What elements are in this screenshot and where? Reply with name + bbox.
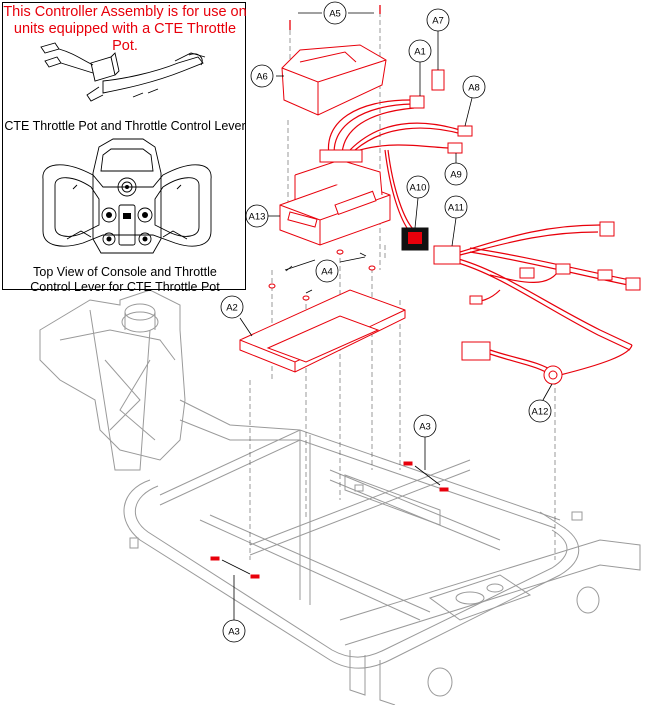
callout-a4-label: A4: [321, 267, 333, 278]
inset-note: This Controller Assembly is for use on u…: [3, 4, 247, 55]
callout-a3-lower-label: A3: [228, 627, 240, 638]
callout-a10-label: A10: [410, 183, 427, 194]
callout-a12: A12: [528, 399, 552, 423]
fasteners-a3: [210, 461, 449, 579]
callout-a3-upper: A3: [413, 414, 437, 438]
base-frame: [39, 289, 641, 706]
callout-a11: A11: [444, 195, 468, 219]
throttle-pot-illustration: [40, 42, 206, 102]
console-controls: [106, 185, 148, 242]
console-top-view-illustration: [42, 138, 212, 254]
cover-screws-a5: [289, 5, 381, 30]
caption-console-view: Top View of Console and Throttle Control…: [3, 265, 247, 295]
callout-a11-label: A11: [448, 203, 464, 214]
leader-lines: [221, 12, 553, 620]
callout-a12-label: A12: [532, 407, 549, 418]
callout-a13: A13: [245, 204, 269, 228]
callout-a9: A9: [444, 162, 468, 186]
callout-a8: A8: [462, 75, 486, 99]
wire-harnesses: [327, 99, 633, 377]
controller-a13: [279, 159, 391, 246]
inset-panel: This Controller Assembly is for use on u…: [2, 2, 247, 294]
callout-a8-label: A8: [468, 83, 480, 94]
callout-a1: A1: [408, 39, 432, 63]
mounting-tray-a2: [239, 289, 406, 373]
callout-a6-label: A6: [256, 72, 268, 83]
connector-a7: [431, 69, 445, 91]
callout-a9-label: A9: [450, 170, 462, 181]
callout-a13-label: A13: [249, 212, 266, 223]
callout-a7: A7: [426, 8, 450, 32]
callout-a3-lower: A3: [222, 619, 246, 643]
caption-console-line2: Control Lever for CTE Throttle Pot: [30, 280, 220, 294]
callout-a5-label: A5: [329, 9, 341, 20]
connectors: [319, 69, 641, 385]
inset-note-line2: units equipped with a CTE Throttle Pot.: [13, 21, 237, 54]
alignment-lines: [249, 12, 556, 560]
controller-cover-a6: [281, 44, 387, 116]
connector-a1: [409, 95, 425, 109]
callout-a7-label: A7: [432, 16, 444, 27]
spacers-a4: [268, 249, 376, 301]
callout-a5: A5: [323, 1, 347, 25]
callout-a10: A10: [406, 175, 430, 199]
callout-a1-label: A1: [414, 47, 426, 58]
callout-a6: A6: [250, 64, 274, 88]
inset-note-line1: This Controller Assembly is for use on: [3, 4, 247, 20]
callout-a4: A4: [315, 259, 339, 283]
callout-a2: A2: [220, 295, 244, 319]
callout-a2-label: A2: [226, 303, 238, 314]
caption-console-line1: Top View of Console and Throttle: [33, 265, 217, 279]
caption-throttle-pot: CTE Throttle Pot and Throttle Control Le…: [4, 119, 246, 133]
callout-a3-upper-label: A3: [419, 422, 431, 433]
